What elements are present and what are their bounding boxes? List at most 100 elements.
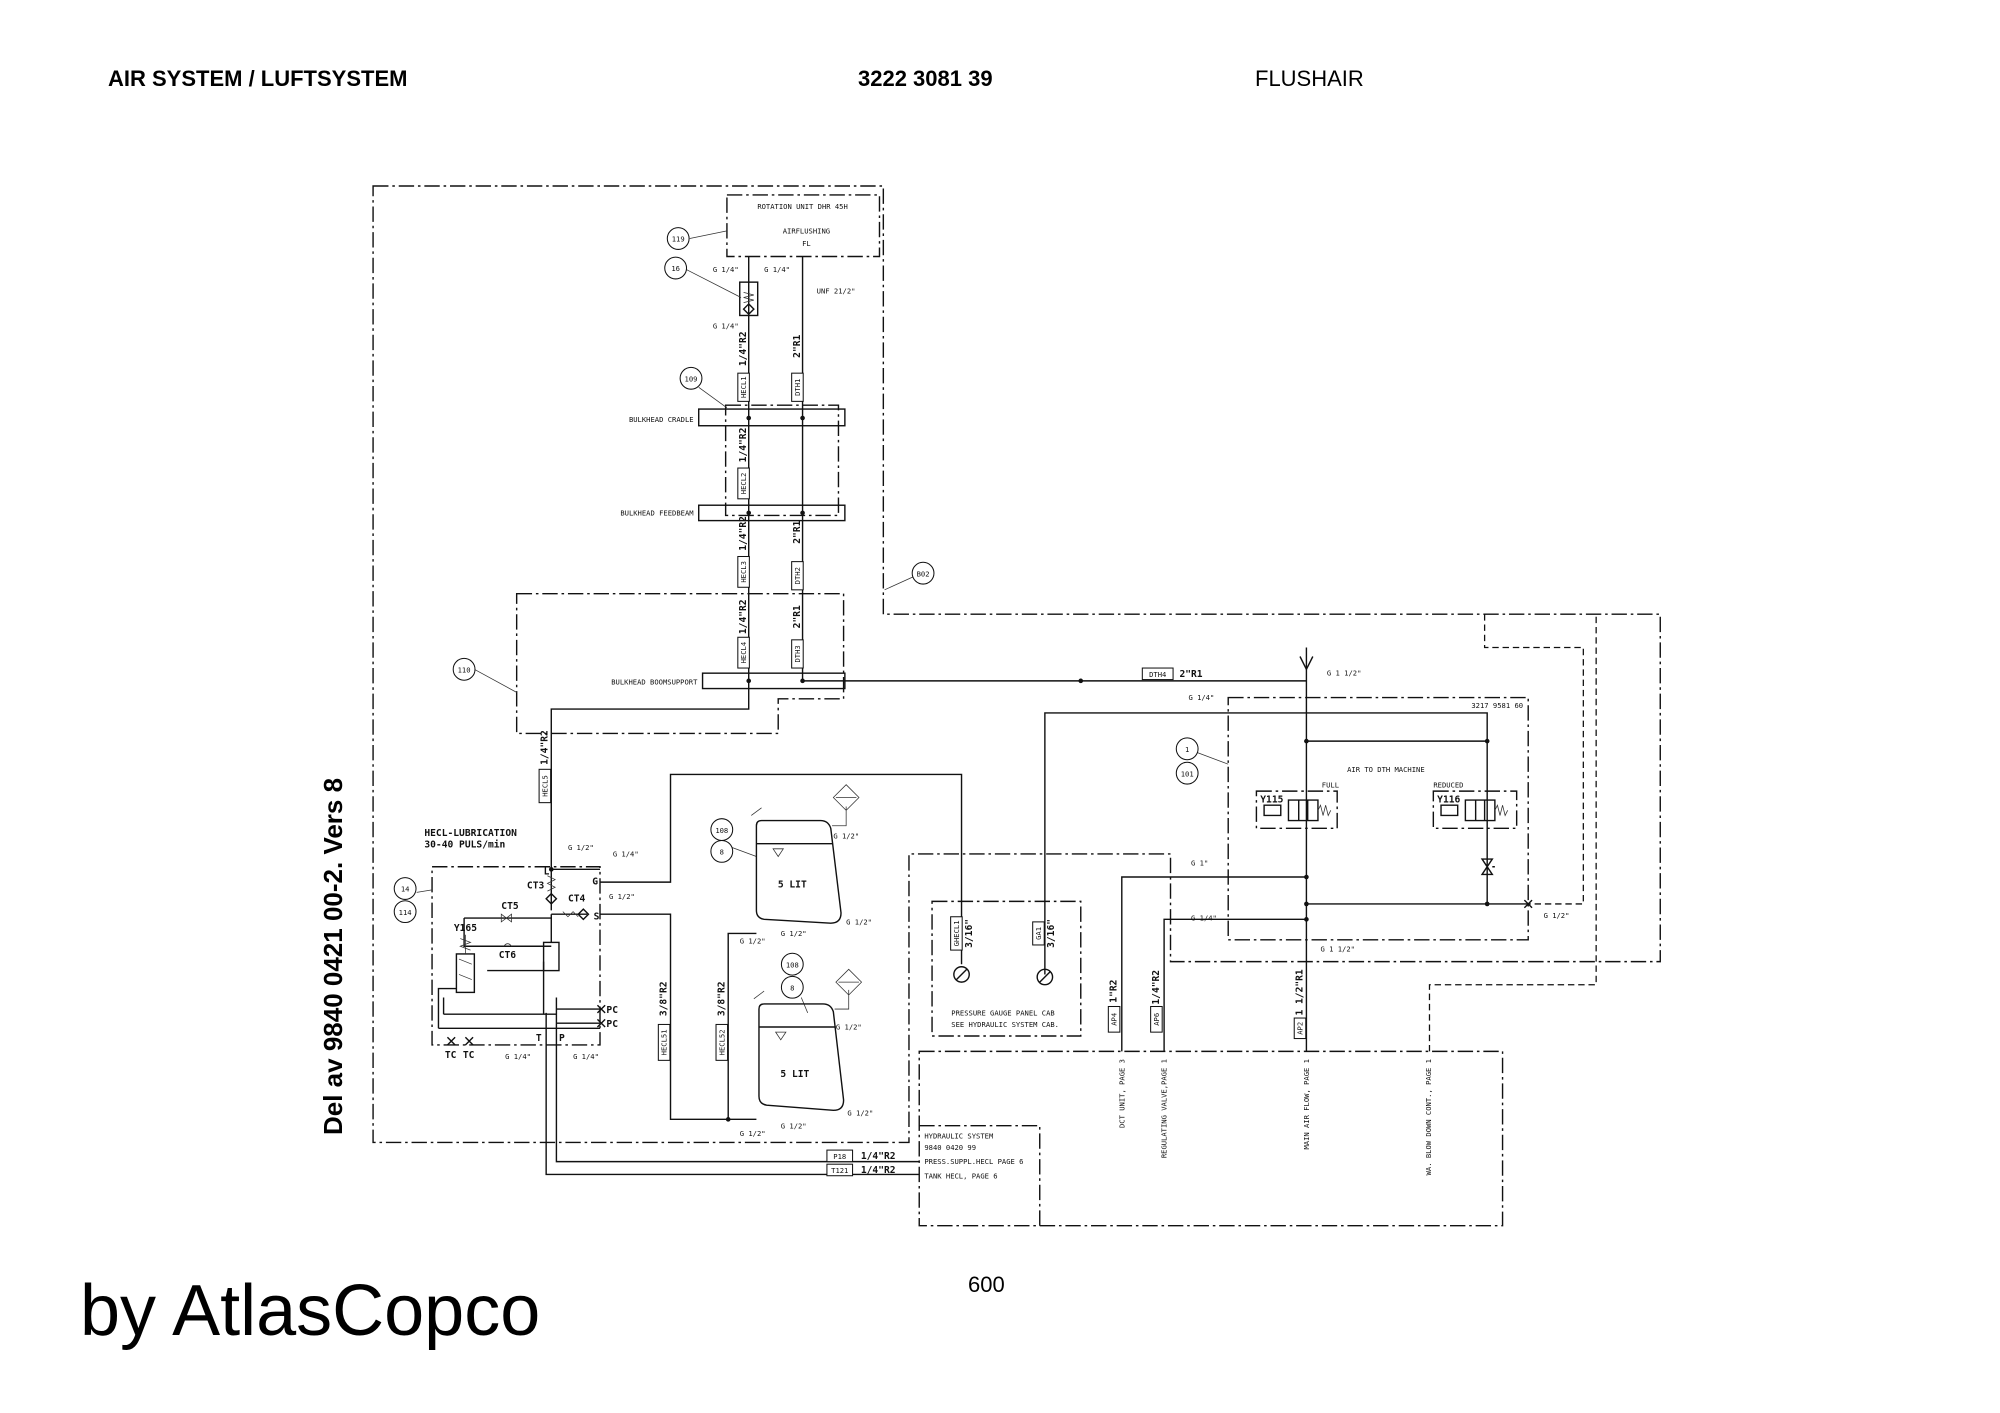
svg-text:G 1/2": G 1/2" [740,937,766,946]
svg-text:3/8"R2: 3/8"R2 [659,981,670,1016]
lubrication-title: HECL-LUBRICATION [424,828,517,839]
lubrication-outlet-lines [600,773,963,1121]
svg-text:G 1/2": G 1/2" [568,843,594,852]
svg-text:110: 110 [458,666,471,675]
junction-dots [548,415,1490,1122]
svg-text:HECL52: HECL52 [717,1029,726,1055]
fl-label: FL [802,239,811,248]
svg-text:101: 101 [1181,769,1194,778]
svg-text:5 LIT: 5 LIT [778,879,807,890]
svg-text:3/8"R2: 3/8"R2 [716,981,727,1016]
svg-text:3/16": 3/16" [1046,919,1057,948]
svg-text:3217 9581 60: 3217 9581 60 [1471,701,1523,710]
svg-text:SEE HYDRAULIC SYSTEM CAB.: SEE HYDRAULIC SYSTEM CAB. [951,1020,1059,1029]
destination-labels: DCT UNIT, PAGE 3 REGULATING VALVE,PAGE 1… [1117,1059,1432,1175]
svg-text:G 1/4": G 1/4" [505,1052,531,1061]
svg-text:HECL3: HECL3 [739,561,748,583]
svg-text:2"R1: 2"R1 [792,520,803,543]
svg-text:108: 108 [786,960,799,969]
svg-text:1 1/2"R1: 1 1/2"R1 [1295,969,1306,1015]
svg-text:G 1/4": G 1/4" [1191,914,1217,923]
svg-text:114: 114 [399,908,412,917]
svg-text:16: 16 [671,264,680,273]
valve-block-box [1227,696,1529,941]
svg-text:Y116: Y116 [1437,795,1460,806]
fitting-labels: G 1/4"G 1/4" UNF 21/2"G 1/4" G 1/2"G 1/4… [505,265,1569,1138]
svg-text:T121: T121 [831,1166,848,1175]
bulkhead-group-110 [515,592,845,735]
tank-2: 5 LIT [753,968,863,1112]
svg-text:2"R1: 2"R1 [792,605,803,628]
svg-text:AP4: AP4 [1110,1013,1119,1026]
airflushing-label: AIRFLUSHING [783,226,830,235]
svg-text:G 1/2": G 1/2" [781,1121,807,1130]
lubrication-pump-symbol: L G S T P PC PC TC TC CT3 CT4 CT5 CT6 Y1… [437,866,618,1061]
svg-text:G 1/2": G 1/2" [609,892,635,901]
svg-text:PC: PC [606,1005,618,1016]
outer-boundary [372,185,1661,1144]
tank-1: 5 LIT [751,784,860,924]
line-tag-hecl4: HECL4 1/4"R2 [737,599,750,669]
svg-text:G: G [592,877,598,888]
svg-text:DCT UNIT, PAGE 3: DCT UNIT, PAGE 3 [1117,1059,1126,1128]
svg-text:G 1/2": G 1/2" [846,917,872,926]
gauge-panel-box [931,900,1082,1037]
svg-text:109: 109 [685,375,698,384]
svg-text:CT5: CT5 [501,901,519,912]
bulkhead-cradle-label: BULKHEAD CRADLE [629,415,694,424]
svg-text:119: 119 [672,235,685,244]
svg-text:AP2: AP2 [1296,1022,1305,1035]
line-tag-hecl51: HECL51 3/8"R2 [657,981,671,1061]
svg-text:2"R1: 2"R1 [792,334,803,357]
bulkhead-feedbeam [698,504,846,522]
line-tag-dth4: DTH4 2"R1 [1141,667,1203,681]
svg-text:G 1/2": G 1/2" [740,1129,766,1138]
svg-text:G 1/4": G 1/4" [764,265,790,274]
rotation-unit-label: ROTATION UNIT DHR 45H [757,202,847,211]
svg-text:HECL51: HECL51 [660,1029,669,1055]
svg-text:8: 8 [790,983,794,992]
svg-text:5 LIT: 5 LIT [780,1069,809,1080]
svg-text:G 1 1/2": G 1 1/2" [1321,944,1355,953]
page-number: 600 [968,1272,1005,1297]
watermark: by AtlasCopco [80,1271,541,1351]
svg-text:P: P [559,1033,565,1044]
svg-text:G 1 1/2": G 1 1/2" [1327,669,1361,678]
svg-text:1/4"R2: 1/4"R2 [861,1151,896,1162]
svg-text:MAIN AIR FLOW, PAGE 1: MAIN AIR FLOW, PAGE 1 [1302,1059,1311,1149]
pressure-gauge-panel: PRESSURE GAUGE PANEL CAB SEE HYDRAULIC S… [951,966,1059,1029]
section-name: FLUSHAIR [1255,66,1364,91]
svg-text:G 1/2": G 1/2" [833,832,859,841]
svg-text:2"R1: 2"R1 [1179,669,1202,680]
svg-text:1: 1 [1185,745,1189,754]
svg-text:G 1/4": G 1/4" [613,850,639,859]
svg-text:HYDRAULIC SYSTEM: HYDRAULIC SYSTEM [924,1132,993,1141]
svg-text:3/16": 3/16" [964,919,975,948]
dth-line [801,256,1307,682]
svg-text:G 1/2": G 1/2" [836,1023,862,1032]
dashed-signal-lines [1428,614,1597,1052]
svg-text:GA1: GA1 [1034,927,1043,940]
svg-text:DTH4: DTH4 [1149,670,1166,679]
gauge-ga1-line [1044,712,1529,1052]
svg-text:1/4"R2: 1/4"R2 [861,1165,896,1176]
svg-text:G 1/2": G 1/2" [781,929,807,938]
bulkhead-boomsupport-label: BULKHEAD BOOMSUPPORT [611,678,698,687]
svg-text:TANK HECL, PAGE 6: TANK HECL, PAGE 6 [924,1171,997,1180]
svg-text:HECL4: HECL4 [739,642,748,664]
svg-text:L: L [544,866,550,877]
svg-text:1/4"R2: 1/4"R2 [738,599,749,634]
svg-text:G 1": G 1" [1191,858,1208,867]
svg-text:9840 0420 99: 9840 0420 99 [924,1143,976,1152]
svg-text:1/4"R2: 1/4"R2 [1151,970,1162,1005]
svg-text:1/4"R2: 1/4"R2 [539,730,550,765]
svg-text:1/4"R2: 1/4"R2 [738,331,749,366]
valve-block: 3217 9581 60 AIR TO DTH MACHINE FULL RED… [1255,701,1533,909]
svg-text:PC: PC [606,1019,618,1030]
